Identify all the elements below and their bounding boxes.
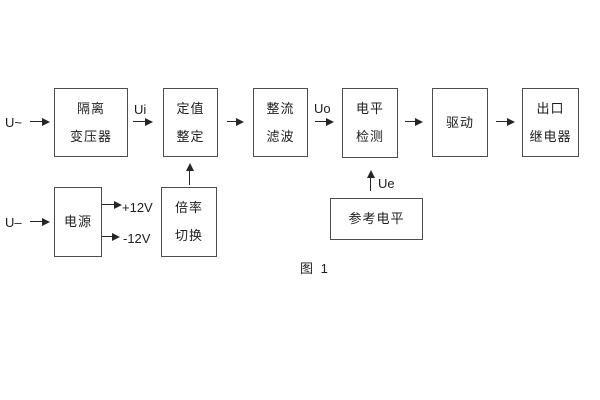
block-setpoint-adjust: 定值 整定 [163,88,218,157]
arrow-ue [365,170,377,191]
block-output-relay-line1: 出口 [536,100,565,116]
label-rail-neg: -12V [123,231,151,246]
block-driver-line1: 驱动 [445,114,474,130]
arrow-ui [133,116,153,128]
label-ue: Ue [378,176,395,191]
arrow-setpoint-to-rectifier [227,116,244,128]
block-power-supply: 电源 [54,187,102,257]
block-level-detector-line1: 电平 [355,101,384,116]
block-isolation-transformer-line1: 隔离 [76,100,105,116]
block-driver: 驱动 [432,88,488,157]
block-output-relay: 出口 继电器 [522,88,579,157]
block-level-detector-line2: 检测 [355,129,384,144]
block-reference-level-line1: 参考电平 [348,211,405,226]
block-ratio-switch-line2: 切换 [174,228,203,243]
block-power-supply-line1: 电源 [63,214,92,229]
block-rectifier-filter-line2: 滤波 [266,128,295,144]
block-isolation-transformer: 隔离 变压器 [54,88,128,157]
label-ui: Ui [134,102,147,117]
arrow-rail-pos [102,199,122,211]
arrow-ratio-to-setpoint [184,163,196,185]
arrow-uo [315,116,334,128]
figure-caption: 图 1 [300,261,330,276]
label-dc-input: U– [5,215,22,230]
block-setpoint-adjust-line1: 定值 [176,100,205,116]
label-rail-pos: +12V [122,200,153,215]
arrow-rail-neg [102,231,120,243]
block-rectifier-filter-line1: 整流 [266,100,295,116]
block-reference-level: 参考电平 [330,198,423,240]
arrow-dc-input [30,216,50,228]
block-isolation-transformer-line2: 变压器 [69,128,112,144]
block-output-relay-line2: 继电器 [529,128,572,144]
block-ratio-switch: 倍率 切换 [161,187,217,257]
arrow-driver-to-relay [496,116,515,128]
arrow-ac-input [30,116,50,128]
block-level-detector: 电平 检测 [342,88,398,158]
block-ratio-switch-line1: 倍率 [174,200,203,215]
label-uo: Uo [314,101,331,116]
arrow-detector-to-driver [405,116,423,128]
label-ac-input: U~ [5,115,22,130]
block-setpoint-adjust-line2: 整定 [176,128,205,144]
block-rectifier-filter: 整流 滤波 [253,88,308,157]
